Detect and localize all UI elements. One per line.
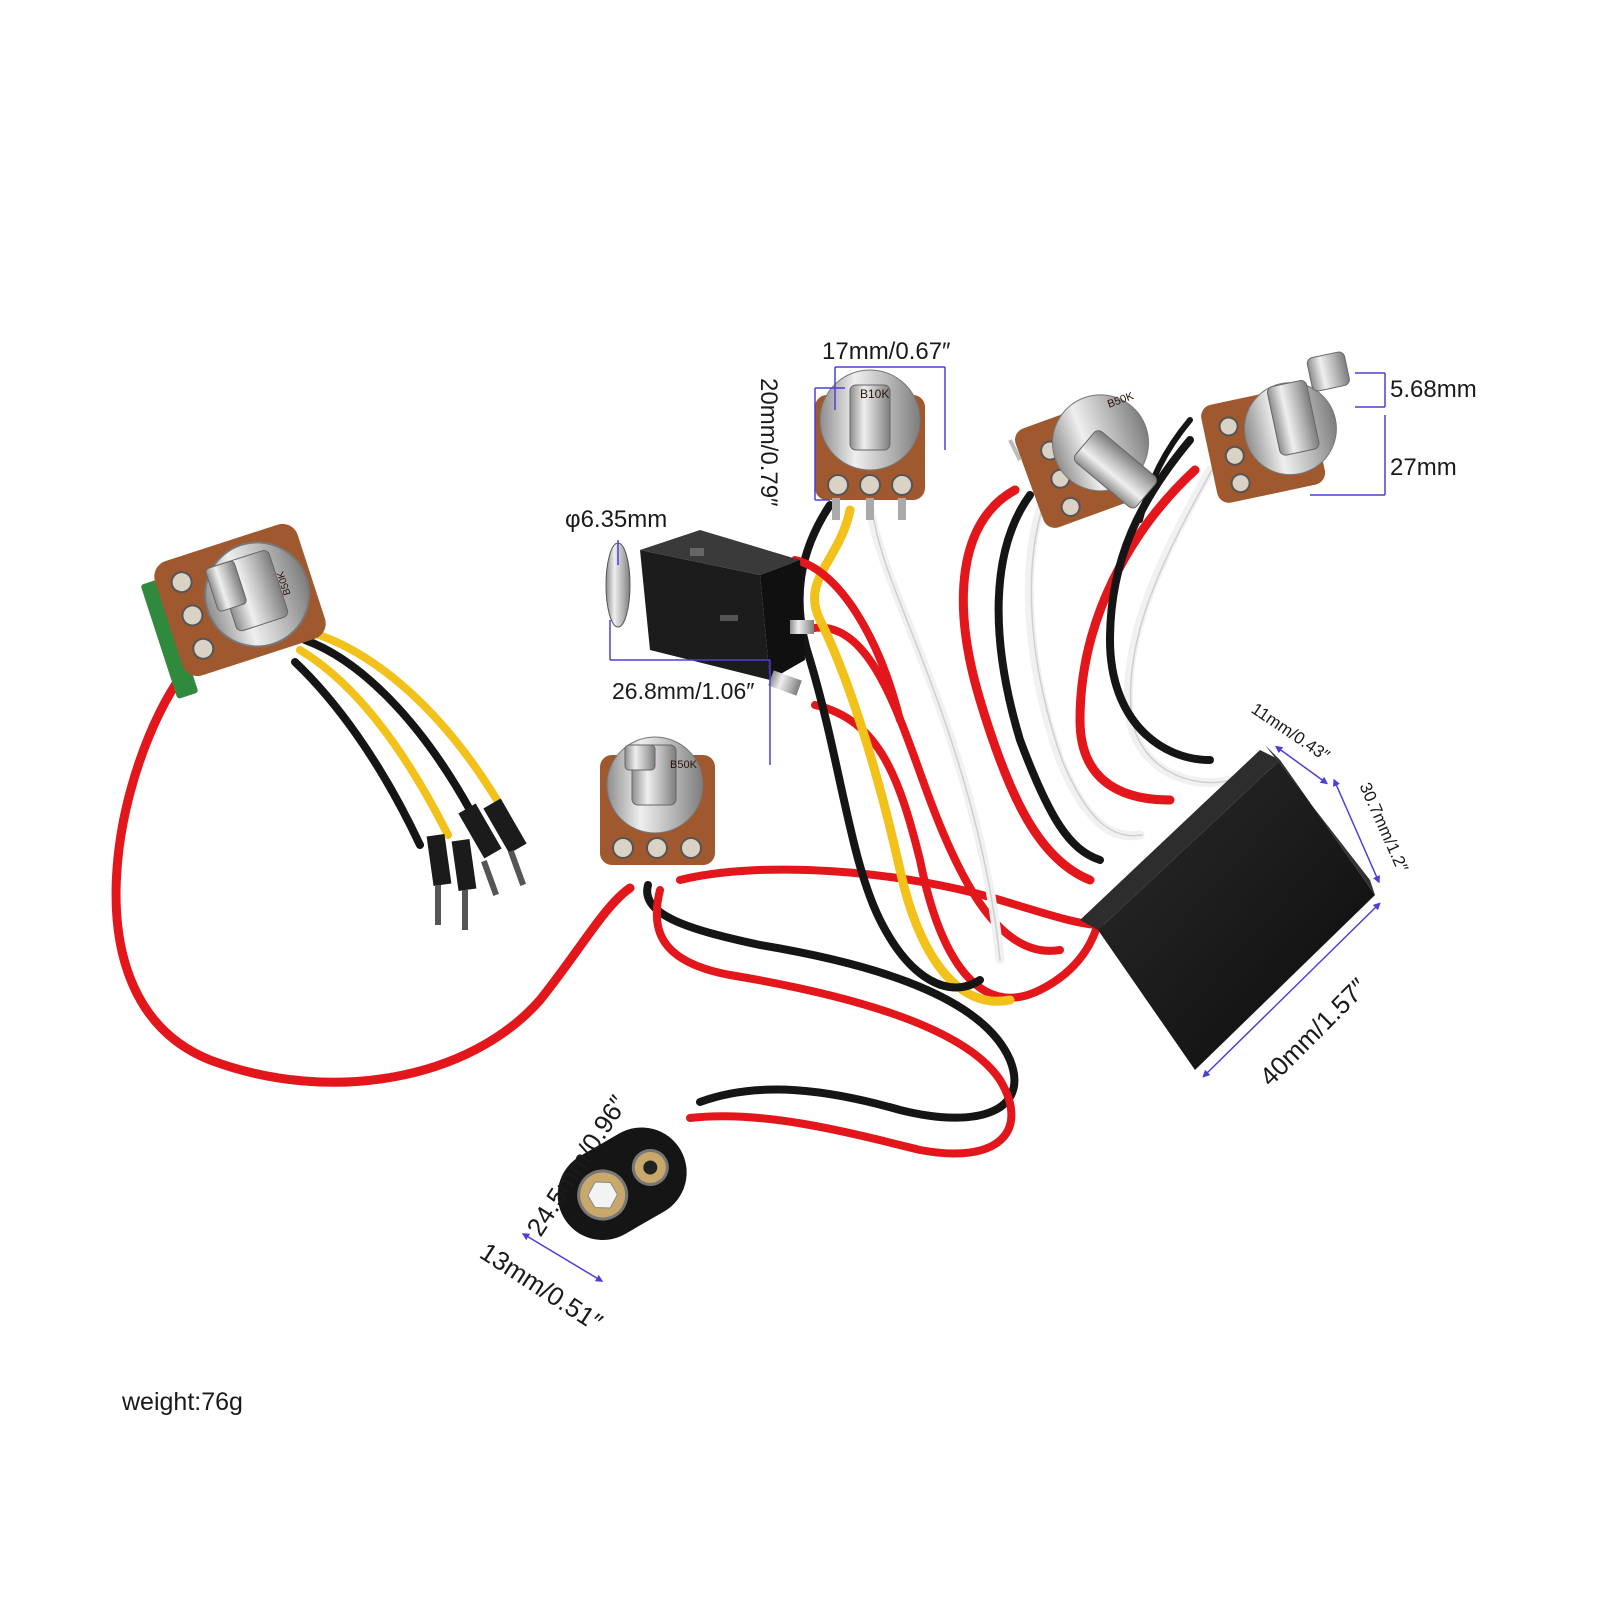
tone-pot-2: B50K xyxy=(1008,390,1158,528)
pot-width-label: 17mm/0.67″ xyxy=(822,338,951,365)
shaft-diameter-label: 5.68mm xyxy=(1390,376,1477,403)
jack-length-label: 26.8mm/1.06″ xyxy=(612,678,755,704)
wire-harness xyxy=(111,417,1235,1158)
jack-diameter-label: φ6.35mm xyxy=(565,506,668,533)
volume-pot-left: B50K xyxy=(141,523,527,930)
weight-label: weight:76g xyxy=(122,1388,243,1416)
volume-pot-middle: B50K xyxy=(600,736,715,865)
pot-mark: B10K xyxy=(860,387,889,401)
output-jack xyxy=(605,530,814,696)
shaft-length-label: 27mm xyxy=(1390,454,1457,481)
battery-clip xyxy=(557,1127,687,1240)
dimension-lines xyxy=(521,366,1386,1282)
pot-height-label: 20mm/0.79″ xyxy=(755,378,782,507)
tone-pot-1: B10K xyxy=(815,369,925,520)
tone-pot-3 xyxy=(1201,351,1350,503)
pot-mark: B50K xyxy=(670,759,698,771)
